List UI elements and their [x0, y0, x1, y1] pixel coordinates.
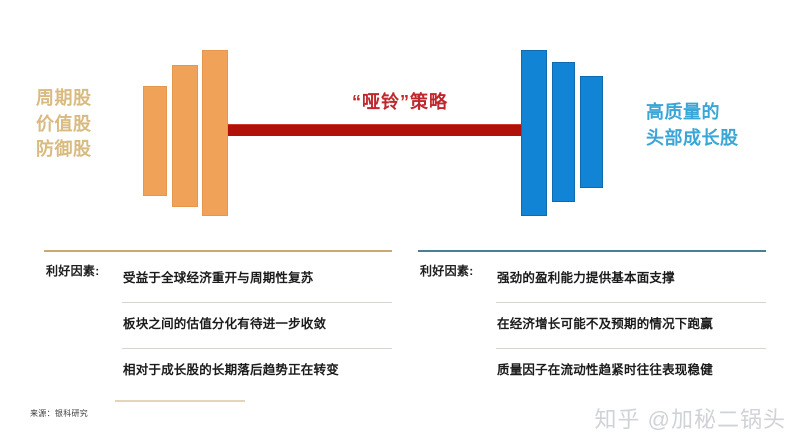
right-factor-row-1: 强劲的盈利能力提供基本面支撑 — [496, 256, 766, 302]
left-weight-plate-outer — [143, 86, 167, 196]
right-category-line-2: 头部成长股 — [646, 127, 739, 148]
left-factor-text-2: 板块之间的估值分化有待进一步收敛 — [123, 317, 327, 331]
right-factor-text-2: 在经济增长可能不及预期的情况下跑赢 — [497, 317, 713, 331]
left-category-line-3: 防御股 — [36, 139, 92, 160]
left-category-line-1: 周期股 — [36, 88, 92, 108]
left-category-label: 周期股 价值股 防御股 — [36, 86, 92, 163]
left-panel-label: 利好因素: — [46, 264, 100, 278]
row-divider — [496, 348, 766, 349]
row-divider — [122, 256, 392, 257]
watermark: 知乎 @加秘二锅头 — [594, 407, 786, 432]
right-panel-top-rule — [418, 250, 766, 252]
barbell-rod — [228, 124, 522, 136]
right-factor-row-2: 在经济增长可能不及预期的情况下跑赢 — [496, 302, 766, 348]
right-factor-text-1: 强劲的盈利能力提供基本面支撑 — [497, 271, 675, 285]
right-weight-plate-outer — [580, 76, 603, 188]
right-weight-plate-inner — [521, 50, 547, 216]
left-panel-top-rule — [44, 250, 392, 252]
row-divider — [122, 302, 392, 303]
row-divider — [496, 256, 766, 257]
strategy-caption: “哑铃”策略 — [352, 92, 448, 112]
left-weight-plate-inner — [202, 50, 228, 216]
factor-panels: 利好因素: 受益于全球经济重开与周期性复苏 板块之间的估值分化有待进一步收敛 相… — [0, 246, 800, 396]
right-factor-text-3: 质量因子在流动性趋紧时往往表现稳健 — [497, 363, 713, 377]
right-factor-row-3: 质量因子在流动性趋紧时往往表现稳健 — [496, 348, 766, 394]
right-category-label: 高质量的 头部成长股 — [646, 100, 739, 151]
left-factor-row-2: 板块之间的估值分化有待进一步收敛 — [122, 302, 392, 348]
right-factor-panel: 利好因素: 强劲的盈利能力提供基本面支撑 在经济增长可能不及预期的情况下跑赢 质… — [418, 246, 766, 392]
row-divider — [496, 302, 766, 303]
source-note: 来源：银科研究 — [30, 409, 89, 418]
left-factor-text-3: 相对于成长股的长期落后趋势正在转变 — [123, 363, 339, 377]
right-category-line-1: 高质量的 — [646, 102, 720, 122]
left-factor-row-1: 受益于全球经济重开与周期性复苏 — [122, 256, 392, 302]
left-category-line-2: 价值股 — [36, 113, 92, 134]
right-weight-plate-middle — [552, 62, 575, 202]
left-factor-text-1: 受益于全球经济重开与周期性复苏 — [123, 271, 314, 285]
row-divider — [122, 348, 392, 349]
right-panel-label: 利好因素: — [420, 264, 474, 278]
source-rule — [115, 400, 245, 402]
left-factor-panel: 利好因素: 受益于全球经济重开与周期性复苏 板块之间的估值分化有待进一步收敛 相… — [44, 246, 392, 392]
left-weight-plate-middle — [172, 65, 198, 207]
left-factor-row-3: 相对于成长股的长期落后趋势正在转变 — [122, 348, 392, 394]
barbell-illustration: 周期股 价值股 防御股 高质量的 头部成长股 “哑铃”策略 — [36, 50, 739, 216]
